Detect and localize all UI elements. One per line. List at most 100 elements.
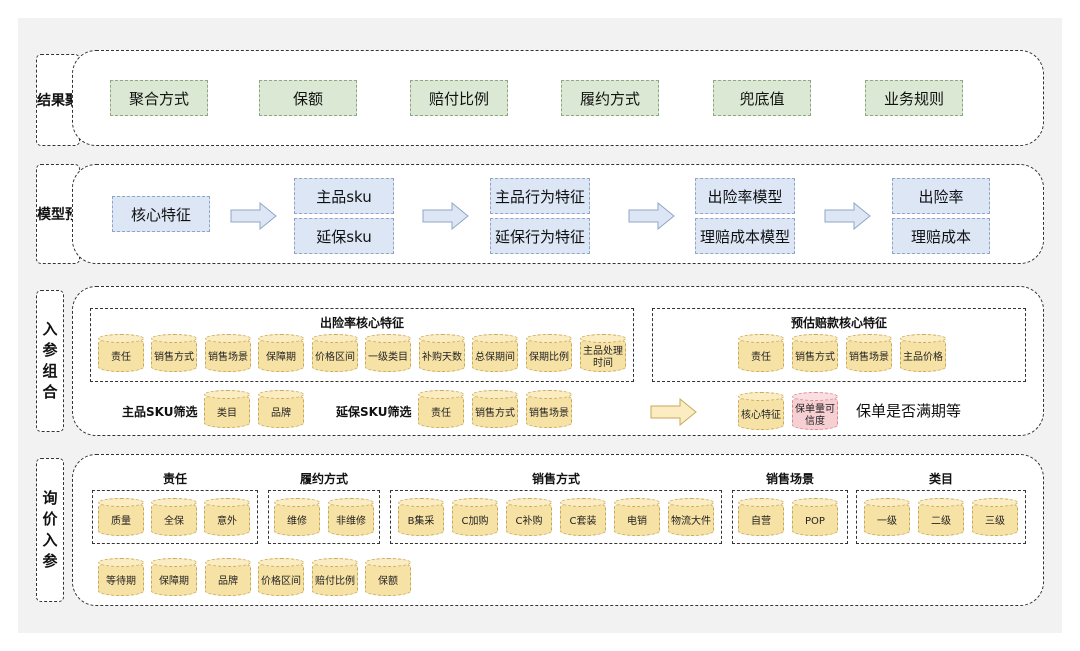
model-ext-sku: 延保sku xyxy=(294,218,394,254)
risk-feature-cylinder-label: 保期比例 xyxy=(529,351,569,363)
inquiry-cylinder: 三级 xyxy=(972,498,1018,538)
main-sku-filter-cylinder-label: 品牌 xyxy=(271,407,291,419)
inquiry-cylinder-label: B集采 xyxy=(407,515,435,527)
ext-sku-filter-cylinder: 销售方式 xyxy=(472,390,518,430)
main-sku-filter-cylinder-label: 类目 xyxy=(217,407,237,419)
row-label-params-char-2: 参 xyxy=(42,341,58,359)
inquiry-cylinder-label: POP xyxy=(805,515,825,527)
risk-feature-cylinder-label: 销售方式 xyxy=(154,351,194,363)
inquiry-extra-cylinder: 赔付比例 xyxy=(312,558,358,598)
inquiry-group-title-2: 履约方式 xyxy=(299,472,348,486)
inquiry-cylinder-label: 物流大件 xyxy=(671,515,711,527)
result-item-aggregation: 聚合方式 xyxy=(110,80,208,116)
inquiry-extra-cylinder-label: 保额 xyxy=(378,575,398,587)
inquiry-cylinder: B集采 xyxy=(398,498,444,538)
risk-feature-cylinder: 总保期间 xyxy=(472,334,518,374)
model-arrow-1 xyxy=(230,202,277,230)
inquiry-extra-cylinder: 保障期 xyxy=(151,558,197,598)
main-sku-filter-cylinder: 类目 xyxy=(204,390,250,430)
claim-feature-cylinder-label: 销售方式 xyxy=(795,351,835,363)
inquiry-cylinder: C补购 xyxy=(506,498,552,538)
inquiry-cylinder: 一级 xyxy=(864,498,910,538)
inquiry-cylinder-label: C套装 xyxy=(569,515,597,527)
risk-feature-cylinder: 保障期 xyxy=(258,334,304,374)
risk-feature-cylinder: 销售场景 xyxy=(205,334,251,374)
model-main-sku: 主品sku xyxy=(294,178,394,214)
ext-sku-filter-cylinder-label: 销售方式 xyxy=(475,407,515,419)
inquiry-cylinder: 全保 xyxy=(151,498,197,538)
risk-feature-cylinder: 保期比例 xyxy=(526,334,572,374)
model-ext-behavior: 延保行为特征 xyxy=(490,218,590,254)
inquiry-cylinder-label: 三级 xyxy=(985,515,1005,527)
inquiry-cylinder: 自营 xyxy=(738,498,784,538)
inquiry-cylinder: 电销 xyxy=(614,498,660,538)
ext-sku-filter-cylinder: 责任 xyxy=(418,390,464,430)
model-arrow-4 xyxy=(824,202,871,230)
risk-feature-cylinder: 责任 xyxy=(98,334,144,374)
risk-features-title: 出险率核心特征 xyxy=(319,316,404,330)
inquiry-cylinder-label: 维修 xyxy=(287,515,307,527)
inquiry-cylinder-label: 一级 xyxy=(877,515,897,527)
model-claim-cost: 理赔成本 xyxy=(892,218,990,254)
result-confidence-cylinder-label: 保单量可信度 xyxy=(795,403,835,427)
inquiry-cylinder: C加购 xyxy=(452,498,498,538)
inquiry-cylinder-label: 自营 xyxy=(751,515,771,527)
inquiry-group-title-4: 销售场景 xyxy=(765,472,814,486)
inquiry-extra-cylinder-label: 价格区间 xyxy=(261,575,301,587)
row-label-params-char-3: 组 xyxy=(42,362,58,380)
inquiry-group-3 xyxy=(390,490,722,544)
row-label-inquiry-char-2: 价 xyxy=(42,510,58,528)
inquiry-cylinder: 物流大件 xyxy=(668,498,714,538)
ext-sku-filter-cylinder: 销售场景 xyxy=(526,390,572,430)
inquiry-cylinder-label: 全保 xyxy=(164,515,184,527)
inquiry-group-title-1: 责任 xyxy=(162,472,187,486)
row-label-inquiry-char-1: 询 xyxy=(42,489,58,507)
inquiry-extra-cylinder-label: 赔付比例 xyxy=(315,575,355,587)
inquiry-extra-cylinder-label: 等待期 xyxy=(106,575,136,587)
result-item-business-rules: 业务规则 xyxy=(865,80,963,116)
ext-sku-filter-cylinder-label: 销售场景 xyxy=(529,407,569,419)
row-label-params: 入 参 组 合 xyxy=(36,290,64,432)
main-sku-filter-cylinder: 品牌 xyxy=(258,390,304,430)
result-item-payout-ratio: 赔付比例 xyxy=(410,80,508,116)
result-core-cylinder: 核心特征 xyxy=(738,392,784,432)
diagram-canvas: 结果聚合 聚合方式 保额 赔付比例 履约方式 兜底值 业务规则 模型预估 核心特… xyxy=(18,18,1062,633)
risk-feature-cylinder-label: 价格区间 xyxy=(315,351,355,363)
inquiry-cylinder: 非维修 xyxy=(328,498,374,538)
risk-feature-cylinder-label: 总保期间 xyxy=(475,351,515,363)
inquiry-group-title-3: 销售方式 xyxy=(531,472,580,486)
risk-feature-cylinder: 补购天数 xyxy=(419,334,465,374)
claim-features-group xyxy=(652,308,1026,382)
inquiry-group-1 xyxy=(92,490,258,544)
risk-feature-cylinder-label: 保障期 xyxy=(266,351,296,363)
claim-feature-cylinder-label: 主品价格 xyxy=(903,351,943,363)
model-claim-cost-model: 理赔成本模型 xyxy=(695,218,795,254)
risk-feature-cylinder-label: 补购天数 xyxy=(422,351,462,363)
row-label-inquiry-char-3: 入 xyxy=(42,531,58,549)
inquiry-cylinder: 二级 xyxy=(918,498,964,538)
row-label-params-char-4: 合 xyxy=(42,383,58,401)
claim-feature-cylinder: 销售方式 xyxy=(792,334,838,374)
inquiry-cylinder-label: 非维修 xyxy=(336,515,366,527)
result-item-coverage: 保额 xyxy=(259,80,357,116)
model-arrow-3 xyxy=(628,202,675,230)
inquiry-group-title-5: 类目 xyxy=(928,472,953,486)
inquiry-extra-cylinder: 品牌 xyxy=(205,558,251,598)
inquiry-cylinder-label: 二级 xyxy=(931,515,951,527)
result-confidence-cylinder: 保单量可信度 xyxy=(792,392,838,432)
ext-sku-filter-cylinder-label: 责任 xyxy=(431,407,451,419)
risk-feature-cylinder: 销售方式 xyxy=(151,334,197,374)
ext-sku-filter-label: 延保SKU筛选 xyxy=(336,405,412,419)
inquiry-cylinder-label: C补购 xyxy=(515,515,543,527)
claim-feature-cylinder: 责任 xyxy=(738,334,784,374)
claim-feature-cylinder: 销售场景 xyxy=(846,334,892,374)
claim-feature-cylinder-label: 销售场景 xyxy=(849,351,889,363)
row-label-inquiry-char-4: 参 xyxy=(42,552,58,570)
inquiry-cylinder-label: 质量 xyxy=(111,515,131,527)
inquiry-group-5 xyxy=(856,490,1026,544)
risk-feature-cylinder-label: 责任 xyxy=(111,351,131,363)
inquiry-cylinder-label: C加购 xyxy=(461,515,489,527)
result-item-fulfillment: 履约方式 xyxy=(561,80,659,116)
result-item-fallback: 兜底值 xyxy=(713,80,811,116)
claim-feature-cylinder: 主品价格 xyxy=(900,334,946,374)
